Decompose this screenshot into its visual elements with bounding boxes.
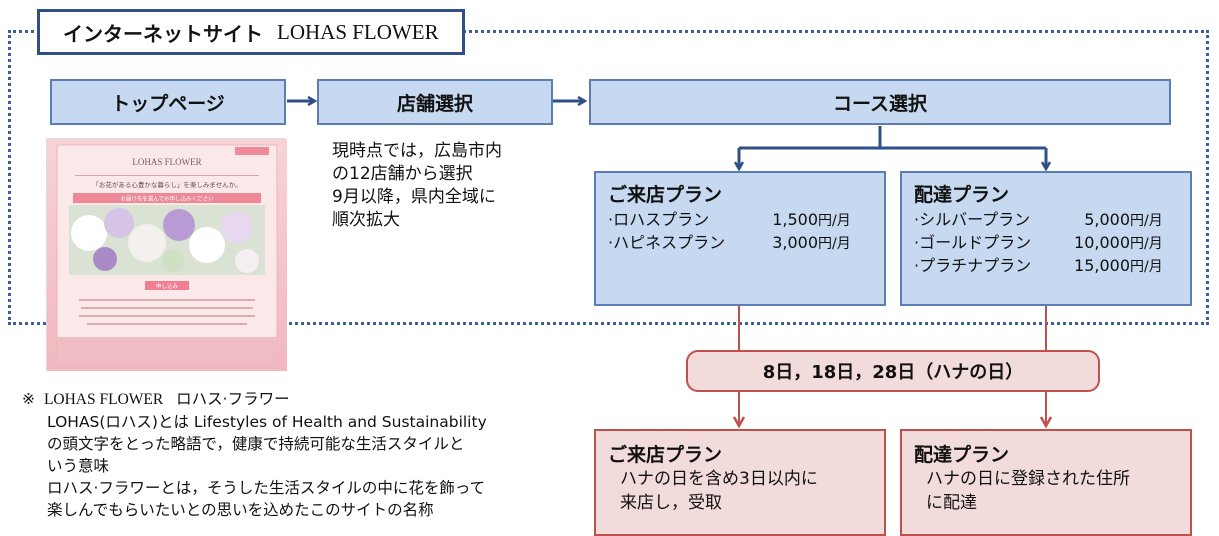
store-pickup-title: ご来店プラン	[608, 444, 723, 466]
hana-day-box: 8日，18日，28日（ハナの日）	[686, 350, 1100, 392]
store-select-label: 店舗選択	[396, 92, 473, 115]
delivery-result-box: 配達プラン ハナの日に登録された住所 に配達	[900, 429, 1192, 536]
delivery-result-line: に配達	[926, 493, 977, 513]
footnote-line: 楽しんでもらいたいとの思いを込めたこのサイトの名称	[47, 501, 434, 519]
store-note-line: 順次拡大	[332, 210, 400, 230]
delivery-result-title: 配達プラン	[914, 444, 1010, 466]
course-select-box: コース選択	[589, 79, 1171, 125]
site-tagline: 「お花がある心豊かな暮らし」を楽しみませんか。	[92, 180, 241, 189]
course-select-label: コース選択	[832, 92, 928, 115]
top-page-box: トップページ	[50, 79, 286, 125]
store-select-note: 現時点では，広島市内 の12店舗から選択 9月以降，県内全域に 順次拡大	[332, 140, 502, 232]
site-screenshot-art: LOHAS FLOWER 「お花がある心豊かな暮らし」を楽しみませんか。 お届け…	[47, 139, 287, 371]
site-title-en: LOHAS FLOWER	[277, 19, 439, 44]
footnote: ※ LOHAS FLOWER ロハス·フラワー LOHAS(ロハス)とは Lif…	[22, 388, 582, 521]
footnote-line: ロハス·フラワーとは，そうした生活スタイルの中に花を飾って	[47, 479, 486, 497]
store-plan-title: ご来店プラン	[608, 184, 723, 206]
hana-day-label: 8日，18日，28日（ハナの日）	[762, 362, 1024, 383]
store-note-line: の12店舗から選択	[332, 164, 473, 184]
store-note-line: 9月以降，県内全域に	[332, 187, 496, 207]
footnote-line: LOHAS(ロハス)とは Lifestyles of Health and Su…	[47, 413, 487, 431]
footnote-heading: ※ LOHAS FLOWER ロハス·フラワー	[22, 388, 582, 411]
store-select-box: 店舗選択	[317, 79, 553, 125]
top-page-label: トップページ	[111, 92, 225, 115]
footnote-mark: ※	[22, 390, 35, 408]
site-title: インターネットサイト LOHAS FLOWER	[37, 9, 465, 55]
footnote-line: いう意味	[47, 457, 110, 475]
site-boundary-frame	[8, 30, 1209, 325]
store-pickup-line: 来店し，受取	[620, 493, 722, 513]
delivery-result-line: ハナの日に登録された住所	[926, 469, 1130, 489]
footnote-line: の頭文字をとった略語で，健康で持続可能な生活スタイルと	[47, 435, 465, 453]
store-pickup-box: ご来店プラン ハナの日を含め3日以内に 来店し，受取	[594, 429, 886, 536]
site-logo: LOHAS FLOWER	[132, 157, 201, 167]
site-apply-button: 申し込み	[156, 282, 179, 290]
footnote-heading-jp: ロハス·フラワー	[176, 390, 290, 408]
branch-course-to-plans	[739, 126, 1046, 150]
store-note-line: 現時点では，広島市内	[332, 141, 502, 161]
site-screenshot-image: LOHAS FLOWER 「お花がある心豊かな暮らし」を楽しみませんか。 お届け…	[46, 138, 287, 371]
store-pickup-line: ハナの日を含め3日以内に	[620, 469, 818, 489]
site-banner: お届け先を選んでお申し込みください	[120, 195, 214, 203]
site-title-jp: インターネットサイト	[63, 21, 263, 46]
footnote-heading-en: LOHAS FLOWER	[43, 391, 164, 408]
delivery-plan-title: 配達プラン	[914, 184, 1010, 206]
